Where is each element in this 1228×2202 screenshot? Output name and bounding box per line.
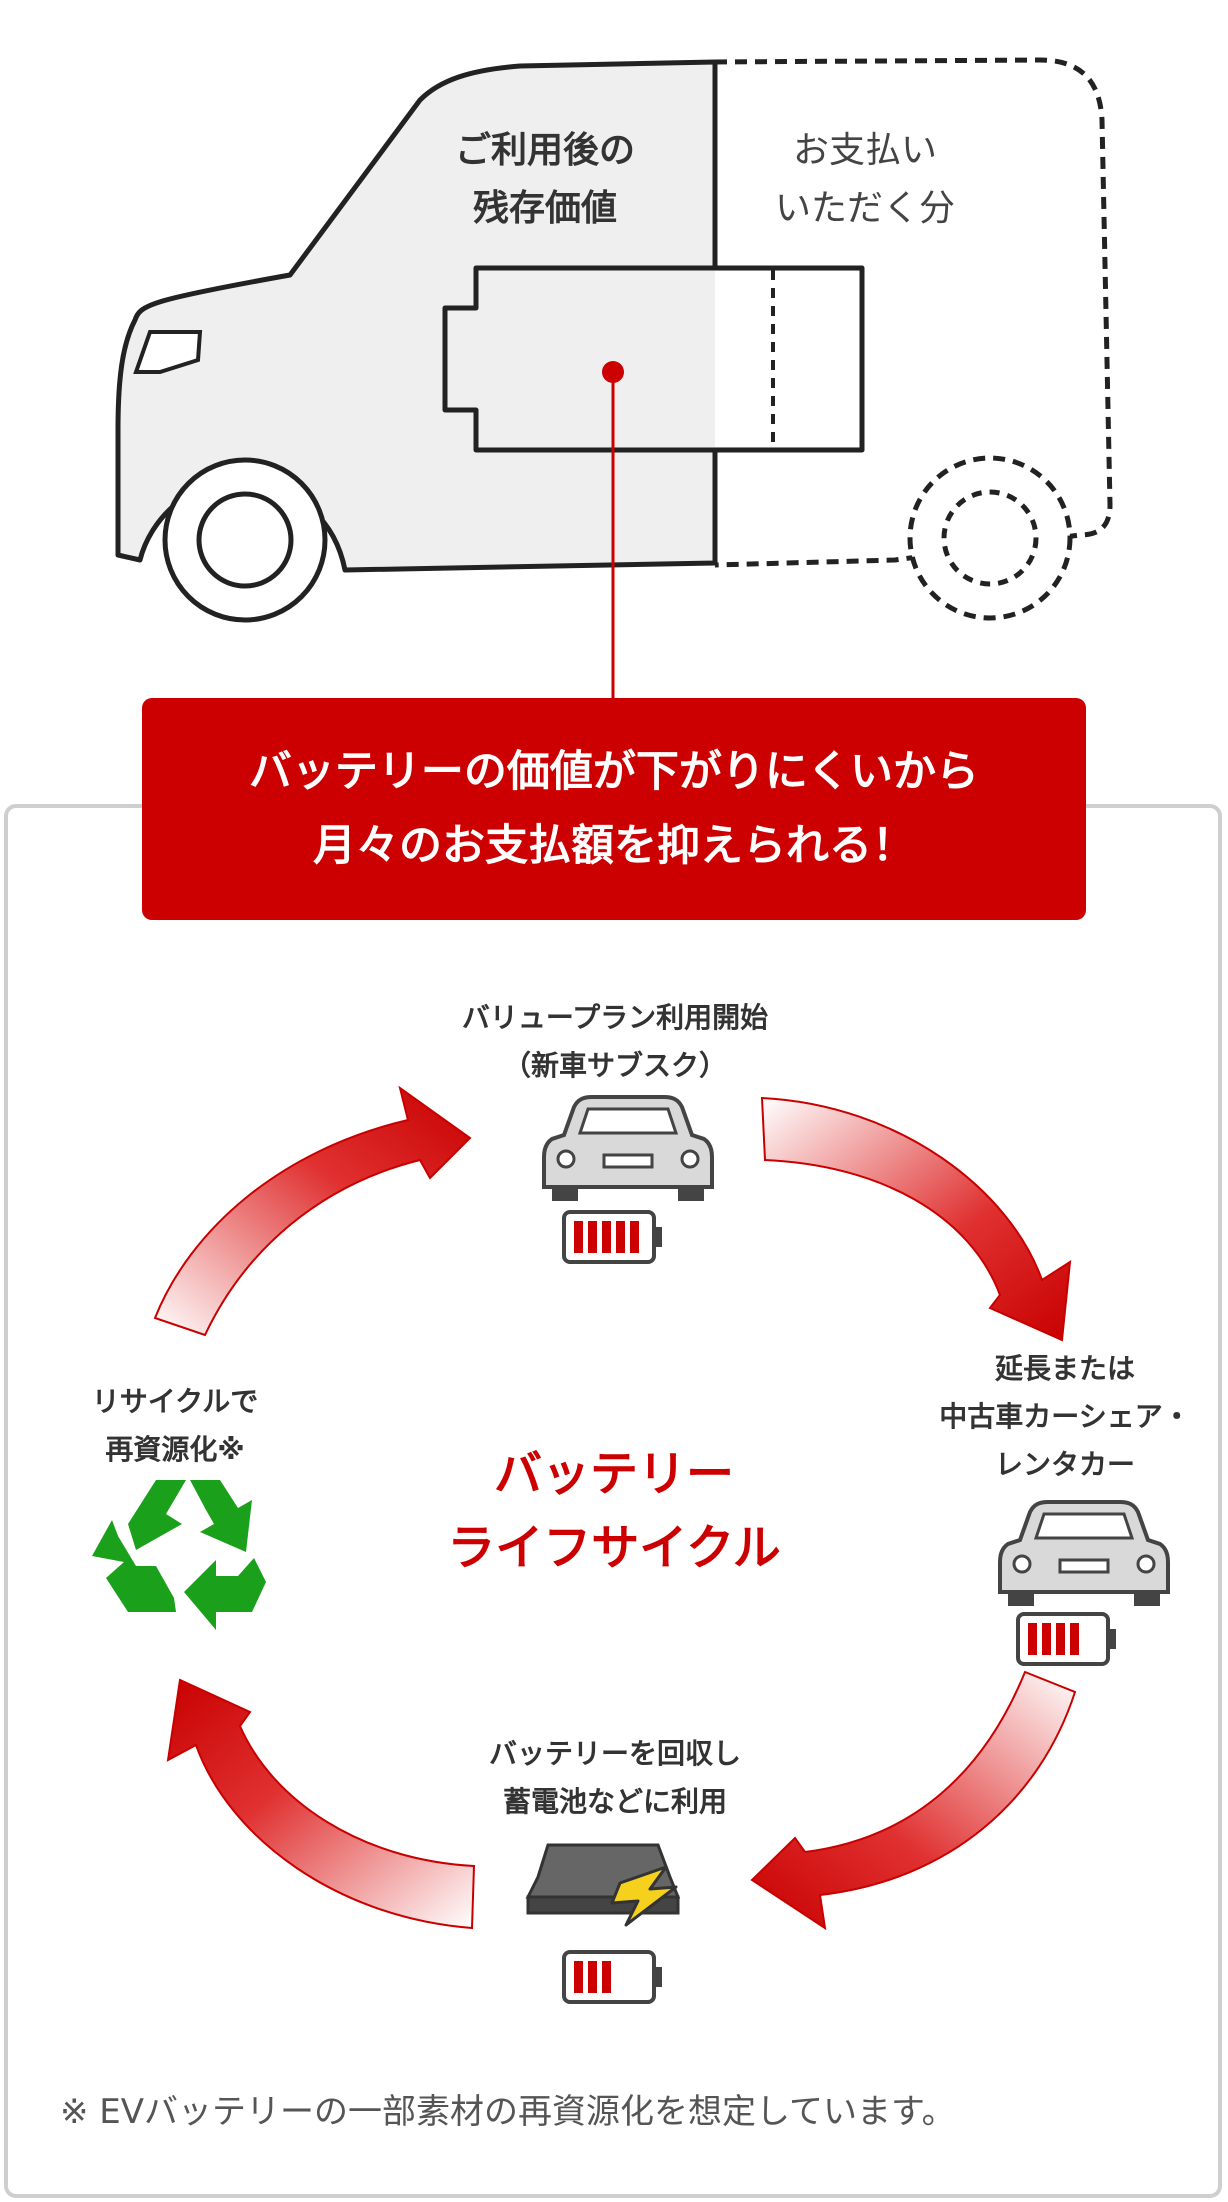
lifecycle-title: バッテリー ライフサイクル: [414, 1437, 814, 1585]
headline-banner: バッテリーの価値が下がりにくいから 月々のお支払額を抑えられる！: [142, 698, 1086, 920]
residual-line-2: 残存価値: [472, 188, 617, 229]
payment-line-1: お支払い: [792, 130, 937, 171]
recycle-icon: [92, 1480, 266, 1630]
van-dashed-body: [714, 57, 1113, 568]
car-icon: [542, 1095, 714, 1201]
cycle-arrow-3: [750, 1670, 1077, 1931]
battery-icon-three-bars: [562, 1950, 662, 2004]
payment-label: お支払い いただく分: [735, 122, 995, 238]
step3-line2: 蓄電池などに利用: [502, 1785, 727, 1818]
battery-icon-full: [562, 1210, 662, 1264]
step-new-car-label: バリュープラン利用開始 （新車サブスク）: [420, 994, 810, 1090]
step1-line2: （新車サブスク）: [502, 1049, 727, 1082]
step-recycle-label: リサイクルで 再資源化※: [60, 1378, 290, 1474]
car-icon: [998, 1500, 1170, 1606]
payment-line-2: いただく分: [774, 188, 955, 229]
battery-icon-four-bars: [1016, 1612, 1116, 1666]
step4-line1: リサイクルで: [91, 1385, 259, 1418]
step3-line1: バッテリーを回収し: [488, 1737, 741, 1770]
lifecycle-title-line1: バッテリー: [493, 1446, 734, 1502]
rear-wheel-dashed: [907, 455, 1073, 621]
cycle-arrow-1: [153, 1085, 472, 1337]
footnote: ※ EVバッテリーの一部素材の再資源化を想定しています。: [60, 2092, 956, 2132]
step4-line2: 再資源化※: [105, 1433, 245, 1466]
residual-value-label: ご利用後の 残存価値: [420, 122, 670, 238]
lifecycle-title-line2: ライフサイクル: [447, 1520, 781, 1576]
step2-line3: レンタカー: [994, 1448, 1135, 1481]
van-illustration: [115, 57, 1113, 700]
storage-battery-icon: [525, 1843, 681, 1927]
cycle-arrow-4: [166, 1678, 476, 1930]
step1-line1: バリュープラン利用開始: [461, 1001, 769, 1034]
step-extension-label: 延長または 中古車カーシェア・ レンタカー: [910, 1345, 1220, 1489]
headlight: [133, 330, 203, 374]
step2-line1: 延長または: [994, 1352, 1135, 1385]
residual-line-1: ご利用後の: [454, 130, 635, 171]
cycle-arrow-2: [760, 1096, 1072, 1342]
step-storage-label: バッテリーを回収し 蓄電池などに利用: [450, 1730, 780, 1826]
banner-line-1: バッテリーの価値が下がりにくいから: [248, 747, 980, 797]
banner-line-2: 月々のお支払額を抑えられる！: [313, 821, 915, 871]
step2-line2: 中古車カーシェア・: [939, 1400, 1191, 1433]
